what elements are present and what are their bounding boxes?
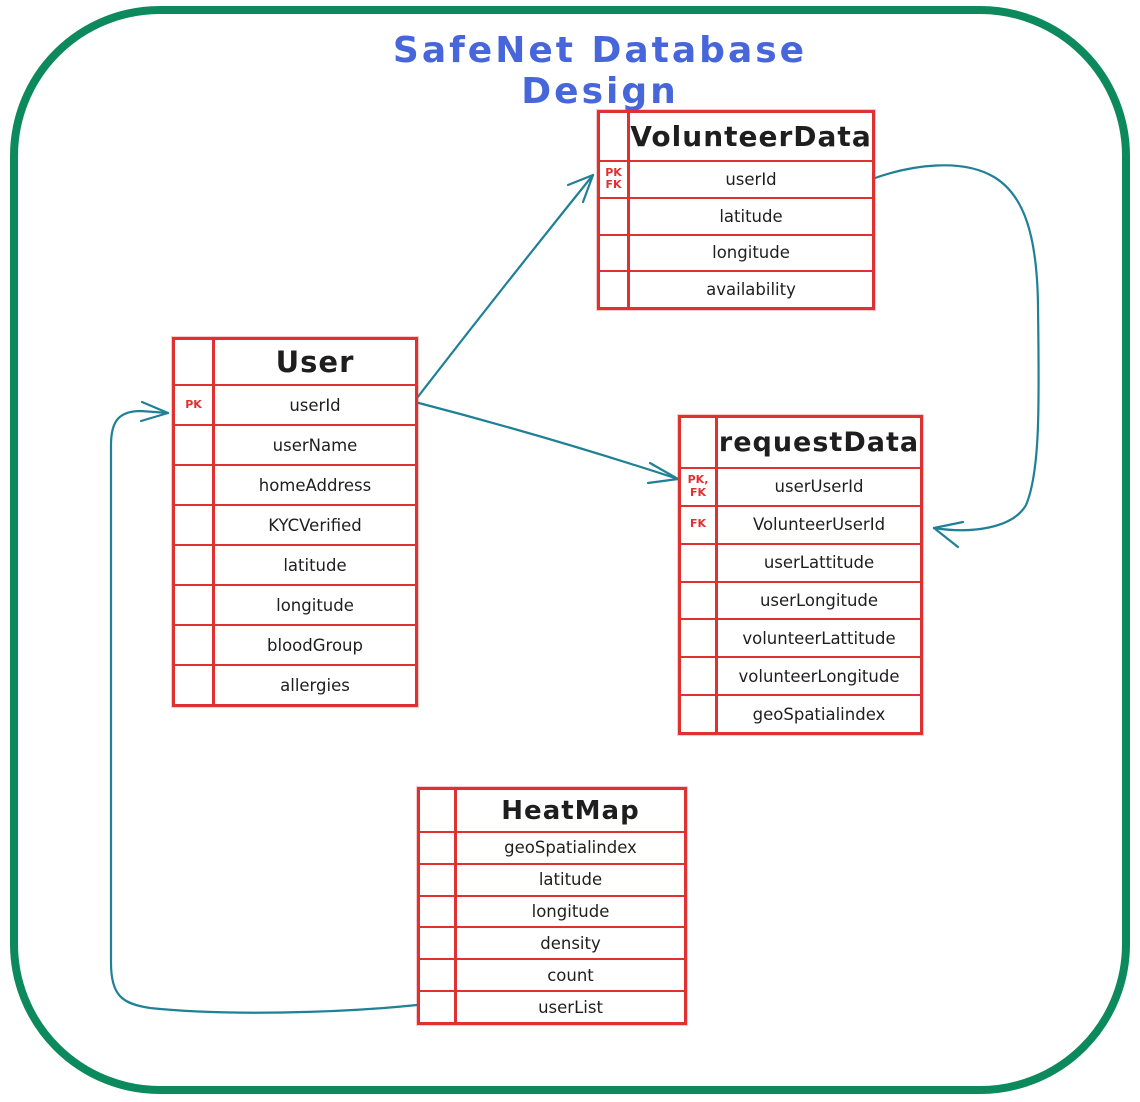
field-label: homeAddress (258, 475, 372, 495)
key-badge (681, 582, 718, 619)
field-row-KYCVerified: KYCVerified (175, 504, 415, 544)
field-label: userList (538, 997, 603, 1017)
field-row-geoSpatialindex: geoSpatialindex (420, 831, 684, 863)
key-badge (420, 992, 457, 1022)
field-row-longitude: longitude (420, 894, 684, 927)
field-row-VolunteerUserId: FK VolunteerUserId (681, 504, 920, 543)
key-badge (175, 466, 215, 504)
field-label: latitude (719, 206, 783, 226)
table-name: requestData (718, 427, 920, 458)
key-badge (175, 666, 215, 704)
field-label: longitude (531, 902, 610, 922)
key-badge (175, 586, 215, 624)
field-row-geoSpatialindex: geoSpatialindex (681, 694, 920, 733)
table-name: User (275, 345, 355, 379)
field-row-count: count (420, 958, 684, 991)
field-row-latitude: latitude (600, 196, 872, 234)
key-badge (420, 864, 457, 895)
key-badge (175, 506, 215, 544)
field-label: userUserId (774, 477, 864, 497)
key-column-header-cell (175, 340, 215, 384)
table-header: HeatMap (420, 790, 684, 831)
field-row-longitude: longitude (600, 233, 872, 271)
table-header: User (175, 340, 415, 384)
field-row-userLongitude: userLongitude (681, 580, 920, 619)
field-row-longitude: longitude (175, 584, 415, 624)
field-label: latitude (283, 555, 347, 575)
field-label: allergies (280, 675, 350, 695)
key-badge (420, 928, 457, 959)
key-badge (681, 658, 718, 695)
field-label: latitude (538, 870, 603, 890)
field-row-homeAddress: homeAddress (175, 464, 415, 504)
table-name: HeatMap (501, 795, 640, 826)
key-badge (681, 544, 718, 581)
diagram-title: SafeNet Database Design (392, 30, 808, 112)
key-badge: PK (175, 386, 215, 424)
field-row-volunteerLongitude: volunteerLongitude (681, 656, 920, 695)
field-label: volunteerLattitude (742, 628, 896, 648)
field-label: availability (706, 280, 796, 300)
key-badge (175, 626, 215, 664)
key-badge: PK, FK (681, 469, 718, 505)
field-row-density: density (420, 926, 684, 959)
key-badge (681, 620, 718, 657)
field-row-bloodGroup: bloodGroup (175, 624, 415, 664)
key-badge: FK (681, 506, 718, 543)
field-label: userId (725, 169, 777, 189)
diagram-frame (10, 6, 1130, 1094)
table-header: requestData (681, 418, 920, 467)
key-badge (420, 833, 457, 863)
field-label: geoSpatialindex (752, 704, 886, 724)
key-badge (600, 198, 630, 234)
field-label: bloodGroup (267, 635, 363, 655)
key-badge (600, 235, 630, 271)
field-row-userId: PK userId (175, 384, 415, 424)
field-label: VolunteerUserId (752, 515, 886, 535)
field-label: volunteerLongitude (738, 666, 900, 686)
key-badge (420, 960, 457, 991)
table-name: VolunteerData (630, 120, 872, 153)
field-label: density (540, 933, 601, 953)
field-label: KYCVerified (268, 515, 362, 535)
field-label: geoSpatialindex (504, 838, 637, 858)
key-column-header-cell (420, 790, 457, 831)
key-badge (175, 546, 215, 584)
field-row-userLattitude: userLattitude (681, 542, 920, 581)
field-label: longitude (276, 595, 354, 615)
key-badge (681, 696, 718, 733)
field-row-latitude: latitude (175, 544, 415, 584)
field-row-allergies: allergies (175, 664, 415, 704)
field-row-latitude: latitude (420, 862, 684, 895)
field-row-availability: availability (600, 270, 872, 307)
field-label: userName (272, 435, 358, 455)
field-row-userName: userName (175, 424, 415, 464)
table-heatmap: HeatMap geoSpatialindex latitude longitude d… (417, 787, 687, 1025)
key-badge (175, 426, 215, 464)
field-label: userId (289, 395, 341, 415)
field-label: longitude (712, 243, 790, 263)
field-row-userList: userList (420, 990, 684, 1022)
key-badge (600, 272, 630, 307)
key-column-header-cell (600, 113, 630, 160)
key-badge (420, 896, 457, 927)
key-badge: PK FK (600, 162, 630, 197)
field-label: count (547, 965, 594, 985)
field-row-userUserId: PK, FK userUserId (681, 467, 920, 505)
field-row-volunteerLattitude: volunteerLattitude (681, 618, 920, 657)
field-label: userLongitude (759, 591, 879, 610)
field-label: userLattitude (763, 553, 875, 573)
field-row-userId: PK FK userId (600, 160, 872, 197)
table-header: VolunteerData (600, 113, 872, 160)
key-column-header-cell (681, 418, 718, 467)
